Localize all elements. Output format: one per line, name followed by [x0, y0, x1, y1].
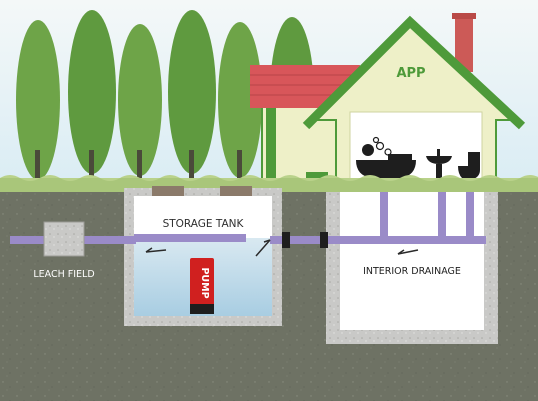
- flow-arrow-icon: [397, 249, 419, 255]
- tree: [16, 20, 60, 185]
- house-label: APP: [396, 66, 425, 81]
- chimney: [455, 16, 473, 72]
- sink-icon: [426, 149, 452, 182]
- flow-arrow-icon: [145, 247, 167, 253]
- drain-pipe-vertical: [466, 192, 474, 242]
- tank-lid: [220, 186, 252, 196]
- tank-lid: [152, 186, 184, 196]
- house-roof: [302, 15, 526, 130]
- flow-arrow-icon: [255, 239, 271, 257]
- interior-drainage-label: INTERIOR DRAINAGE: [363, 266, 461, 277]
- tank-inner-pipe: [134, 234, 246, 242]
- leach-pipe: [10, 236, 52, 244]
- tree: [218, 22, 262, 185]
- drain-pipe-vertical: [380, 192, 388, 242]
- interior-drainage-area: [326, 192, 498, 344]
- pump-label: PUMP: [199, 267, 210, 298]
- leach-field-label: LEACH FIELD: [33, 269, 94, 280]
- storage-tank-label: STORAGE TANK: [163, 218, 245, 230]
- leach-pipe: [84, 236, 136, 244]
- tree-row: [16, 10, 314, 185]
- tree: [68, 10, 116, 185]
- house: APP: [302, 13, 526, 187]
- tree: [118, 24, 162, 185]
- pump: PUMP: [190, 258, 214, 314]
- pipes: [10, 192, 486, 248]
- drain-pipe: [270, 236, 486, 244]
- pipe-coupling: [282, 232, 290, 248]
- leach-field-box: [43, 221, 85, 257]
- drain-pipe-vertical: [438, 192, 446, 242]
- tree: [168, 10, 216, 185]
- pipe-coupling: [320, 232, 328, 248]
